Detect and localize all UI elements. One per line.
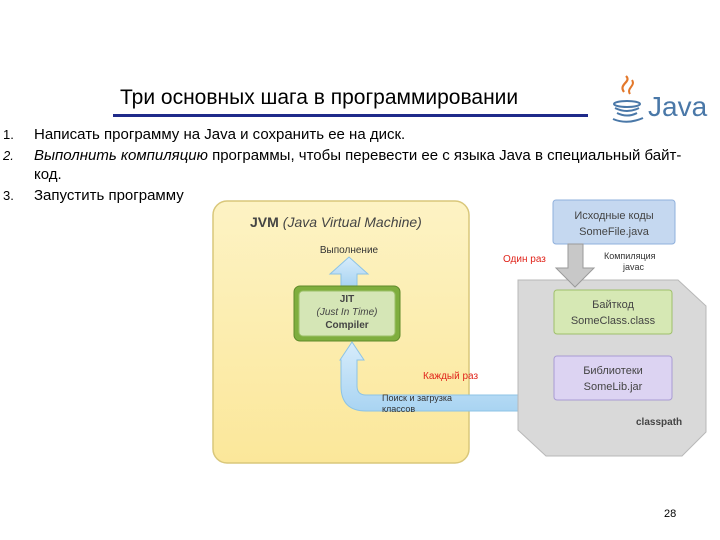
bytecode-line2: SomeClass.class: [571, 315, 656, 327]
load-label-line1: Поиск и загрузка: [382, 393, 452, 403]
java-logo: Java: [612, 75, 708, 123]
libraries-line1: Библиотеки: [583, 365, 643, 377]
java-cup-icon: [612, 75, 644, 123]
jvm-title: JVM(Java Virtual Machine): [250, 214, 422, 230]
each-time-label: Каждый раз: [423, 371, 478, 382]
slide-title: Три основных шага в программировании: [120, 86, 519, 109]
title-underline: [113, 114, 588, 117]
execution-arrow: [328, 256, 370, 287]
execution-label: Выполнение: [320, 245, 379, 256]
page-number: 28: [664, 508, 677, 520]
java-logo-text: Java: [648, 91, 708, 122]
libraries-box: [553, 355, 673, 401]
step-number: 2.: [3, 148, 14, 163]
once-label: Один раз: [503, 254, 546, 265]
step-2: 2. Выполнить компиляцию программы, чтобы…: [0, 146, 700, 184]
source-line2: SomeFile.java: [579, 226, 650, 238]
jvm-title-italic: (Java Virtual Machine): [283, 214, 422, 230]
step-text: программы, чтобы перевести ее с языка Ja…: [34, 147, 682, 183]
jit-label-line3: Compiler: [325, 320, 368, 331]
jvm-title-bold: JVM: [250, 214, 279, 230]
step-3: 3. Запустить программу: [0, 186, 700, 205]
jit-label-line1: JIT: [340, 294, 354, 305]
compile-label-line1: Компиляция: [604, 251, 656, 261]
jit-label-line2: (Just In Time): [316, 307, 377, 318]
bytecode-box: [553, 289, 673, 335]
compile-arrow: [554, 243, 596, 288]
classpath-label: classpath: [636, 417, 682, 428]
steps-list: 1. Написать программу на Java и сохранит…: [0, 125, 700, 205]
step-text-emphasis: Выполнить компиляцию: [34, 147, 208, 164]
step-number: 1.: [3, 127, 14, 142]
step-text: Запустить программу: [34, 187, 184, 204]
bytecode-line1: Байткод: [592, 299, 634, 311]
libraries-line2: SomeLib.jar: [584, 381, 643, 393]
source-code-box: [552, 199, 676, 245]
jit-compiler-inner: [298, 290, 396, 337]
step-number: 3.: [3, 188, 14, 203]
step-1: 1. Написать программу на Java и сохранит…: [0, 125, 700, 144]
compile-label-line2: javac: [622, 262, 645, 272]
load-label-line2: классов: [382, 404, 415, 414]
source-line1: Исходные коды: [574, 210, 653, 222]
class-loading-arrow: [339, 341, 521, 412]
step-text: Написать программу на Java и сохранить е…: [34, 126, 406, 143]
